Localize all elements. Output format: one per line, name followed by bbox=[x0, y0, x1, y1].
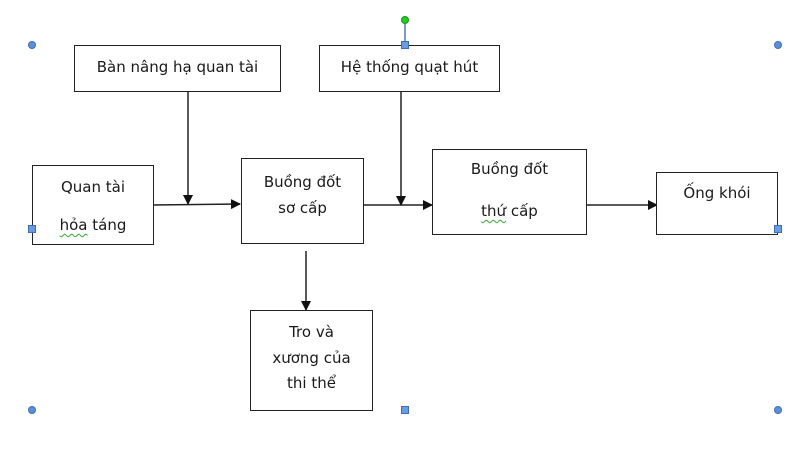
node-ash-line2: xương của bbox=[272, 349, 351, 367]
rotate-handle[interactable] bbox=[401, 16, 409, 24]
node-primary-chamber[interactable]: Buồng đốt sơ cấp bbox=[241, 158, 364, 244]
selection-handle-top[interactable] bbox=[401, 41, 409, 49]
selection-handle-bottom-left[interactable] bbox=[28, 406, 36, 414]
node-ash[interactable]: Tro và xương của thi thể bbox=[250, 310, 373, 411]
node-chimney[interactable]: Ống khói bbox=[656, 172, 778, 235]
node-primary-line2: sơ cấp bbox=[278, 199, 327, 217]
selection-handle-top-left[interactable] bbox=[28, 41, 36, 49]
node-fan-label: Hệ thống quạt hút bbox=[340, 58, 479, 76]
selection-handle-bottom[interactable] bbox=[401, 406, 409, 414]
node-lift[interactable]: Bàn nâng hạ quan tài bbox=[74, 45, 281, 92]
node-secondary-line2-rest: cấp bbox=[506, 202, 538, 220]
node-ash-line3: thi thể bbox=[287, 374, 336, 392]
node-ash-line1: Tro và bbox=[289, 323, 334, 341]
node-lift-label: Bàn nâng hạ quan tài bbox=[96, 58, 259, 76]
selection-handle-left[interactable] bbox=[28, 225, 36, 233]
node-coffin-line2-rest: táng bbox=[87, 216, 127, 234]
node-coffin-line1: Quan tài bbox=[60, 178, 126, 196]
spellcheck-word: hỏa bbox=[59, 216, 88, 234]
node-coffin-line2: hỏa táng bbox=[33, 216, 153, 234]
node-secondary-line1: Buồng đốt bbox=[470, 160, 549, 178]
selection-handle-top-right[interactable] bbox=[774, 41, 782, 49]
node-secondary-line2: thứ cấp bbox=[433, 202, 586, 220]
node-coffin[interactable]: Quan tài hỏa táng bbox=[32, 165, 154, 245]
node-primary-line1: Buồng đốt bbox=[263, 173, 342, 191]
selection-handle-bottom-right[interactable] bbox=[774, 406, 782, 414]
node-chimney-label: Ống khói bbox=[683, 184, 751, 202]
node-fan[interactable]: Hệ thống quạt hút bbox=[319, 45, 500, 92]
spellcheck-word: thứ bbox=[481, 202, 507, 220]
node-secondary-chamber[interactable]: Buồng đốt thứ cấp bbox=[432, 149, 587, 235]
arrow-coffin-to-primary bbox=[152, 199, 241, 210]
selection-handle-right[interactable] bbox=[774, 225, 782, 233]
